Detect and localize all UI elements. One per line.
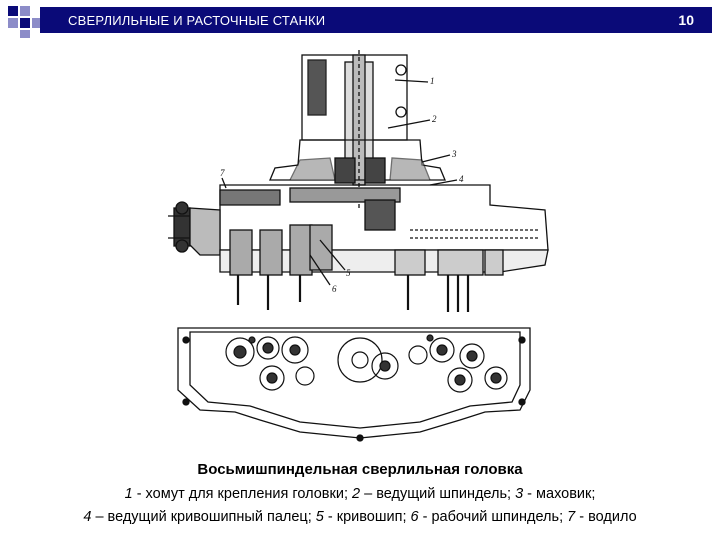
- figure-caption-title: Восьмишпиндельная сверлильная головка: [197, 461, 523, 478]
- callout-4: 4: [459, 174, 464, 184]
- legend-num-3: 3: [515, 486, 524, 502]
- legend-num-2: 2: [352, 486, 361, 502]
- page-title: СВЕРЛИЛЬНЫЕ И РАСТОЧНЫЕ СТАНКИ: [68, 13, 326, 28]
- legend-num-5: 5: [315, 509, 324, 525]
- callout-2: 2: [432, 114, 437, 124]
- corner-square-6: [20, 30, 30, 38]
- corner-square-5: [32, 18, 40, 28]
- legend-text-5: - кривошип;: [323, 509, 411, 525]
- callout-7: 7: [220, 168, 225, 178]
- legend-num-6: 6: [410, 509, 419, 525]
- legend-num-7: 7: [567, 509, 576, 525]
- figure-legend-line-1: 1 - хомут для крепления головки; 2 – вед…: [0, 486, 720, 502]
- callout-1: 1: [430, 76, 435, 86]
- callout-6: 6: [332, 284, 337, 294]
- legend-text-1: - хомут для крепления головки;: [132, 486, 353, 502]
- callout-3: 3: [451, 149, 457, 159]
- corner-square-3: [8, 18, 18, 28]
- legend-text-3: - маховик;: [523, 486, 596, 502]
- legend-text-2: – ведущий шпиндель;: [360, 486, 516, 502]
- corner-square-4: [20, 18, 30, 28]
- corner-square-2: [20, 6, 30, 16]
- legend-text-7: - водило: [575, 509, 637, 525]
- legend-text-6: - рабочий шпиндель;: [418, 509, 568, 525]
- legend-num-4: 4: [83, 509, 92, 525]
- legend-num-1: 1: [124, 486, 133, 502]
- corner-square-1: [8, 6, 18, 16]
- callout-5: 5: [346, 268, 351, 278]
- legend-text-4: – ведущий кривошипный палец;: [91, 509, 316, 525]
- drill-head-drawing: 1 2 3 4 5 6 7: [168, 50, 549, 442]
- figure-legend-line-2: 4 – ведущий кривошипный палец; 5 - криво…: [0, 509, 720, 525]
- page-number: 10: [678, 12, 694, 28]
- header-bar: СВЕРЛИЛЬНЫЕ И РАСТОЧНЫЕ СТАНКИ 10: [40, 7, 712, 33]
